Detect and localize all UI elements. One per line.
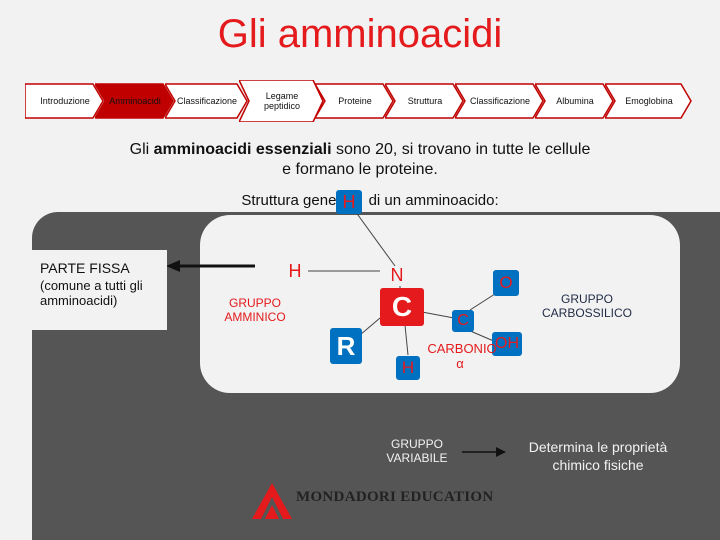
nav-item-emoglobina[interactable]: Emoglobina (605, 80, 693, 122)
atom-h-top: H (336, 190, 362, 214)
label-gruppo-carbossilico: GRUPPO CARBOSSILICO (541, 292, 633, 320)
structure-subtitle: Struttura gene di un amminoacido: (241, 192, 499, 209)
publisher-logo-icon (252, 483, 292, 519)
nav-item-introduzione[interactable]: Introduzione (25, 80, 105, 122)
label-gruppo-amminico: GRUPPO AMMINICO (224, 296, 286, 324)
label-gruppo-variabile: GRUPPO VARIABILE (386, 437, 448, 465)
label-alpha: α (456, 356, 464, 371)
atom-oh: OH (492, 332, 522, 356)
label-carbonio: CARBONIO (427, 341, 497, 356)
molecule-panel (200, 215, 680, 393)
label-proprieta: Determina le proprietà chimico fisiche (528, 439, 668, 473)
nav-item-struttura[interactable]: Struttura (385, 80, 465, 122)
navigation-bar: Introduzione Amminoacidi Classificazione… (25, 80, 695, 122)
atom-h-amino: H (288, 260, 302, 281)
parte-fissa-box (32, 250, 167, 330)
atom-n: N (390, 264, 404, 285)
nav-item-proteine[interactable]: Proteine (315, 80, 395, 122)
atom-r: R (330, 328, 362, 364)
intro-bold: amminoacidi essenziali (153, 141, 332, 158)
page-title: Gli amminoacidi (217, 12, 503, 56)
atom-c-alpha: C (380, 288, 424, 326)
nav-item-classificazione[interactable]: Classificazione (165, 80, 249, 122)
nav-item-amminoacidi[interactable]: Amminoacidi (95, 80, 175, 122)
nav-item-albumina[interactable]: Albumina (535, 80, 615, 122)
nav-item-classificazione-proteine[interactable]: Classificazione (455, 80, 545, 122)
atom-h-bottom: H (396, 356, 420, 380)
atom-c-carboxyl: C (452, 310, 474, 332)
intro-text: Gli amminoacidi essenziali sono 20, si t… (129, 141, 591, 178)
parte-fissa-desc: (comune a tutti gli amminoacidi) (40, 278, 143, 308)
atom-o: O (493, 270, 519, 296)
publisher-name: MONDADORI EDUCATION (296, 489, 494, 505)
nav-item-legame-peptidico[interactable]: Legame peptidico (239, 80, 325, 122)
parte-fissa-title: PARTE FISSA (40, 260, 130, 276)
